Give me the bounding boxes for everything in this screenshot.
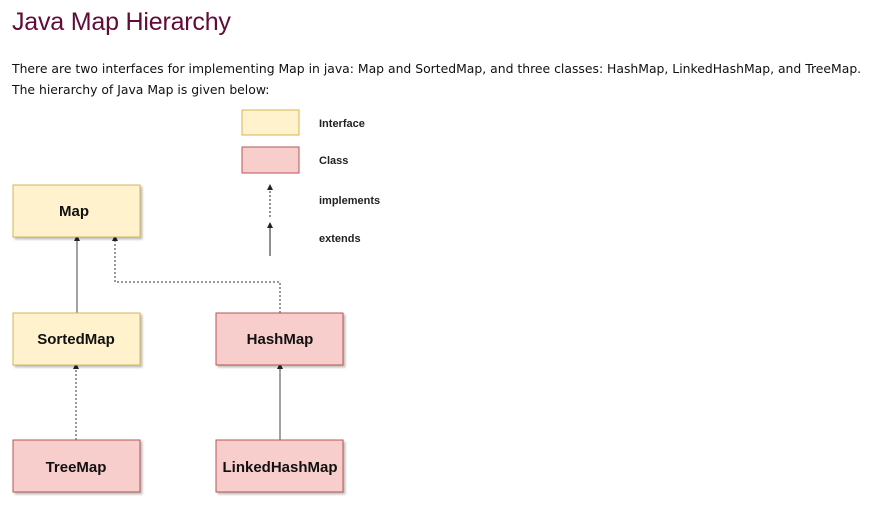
node-treemap-label: TreeMap: [46, 459, 107, 476]
node-sortedmap-label: SortedMap: [37, 331, 115, 348]
node-hashmap: HashMap: [215, 312, 344, 366]
legend-extends-label: extends: [319, 233, 361, 245]
edges: [73, 235, 283, 440]
node-map-label: Map: [59, 203, 89, 220]
legend-interface-label: Interface: [319, 118, 365, 130]
legend-interface-swatch: [241, 109, 300, 136]
legend-implements-label: implements: [319, 195, 380, 207]
legend-class-swatch: [241, 146, 300, 174]
intro-paragraph: There are two interfaces for implementin…: [12, 61, 862, 97]
node-hashmap-label: HashMap: [247, 331, 314, 348]
node-linkedhashmap-label: LinkedHashMap: [222, 459, 337, 476]
legend-class-label: Class: [319, 155, 348, 167]
node-map: Map: [12, 184, 141, 238]
node-treemap: TreeMap: [12, 439, 141, 493]
page-title: Java Map Hierarchy: [12, 8, 231, 36]
node-linkedhashmap: LinkedHashMap: [215, 439, 344, 493]
node-sortedmap: SortedMap: [12, 312, 141, 366]
edge-hashmap-implements-map: [112, 235, 281, 313]
legend: Interface Class implements extends: [241, 109, 380, 256]
